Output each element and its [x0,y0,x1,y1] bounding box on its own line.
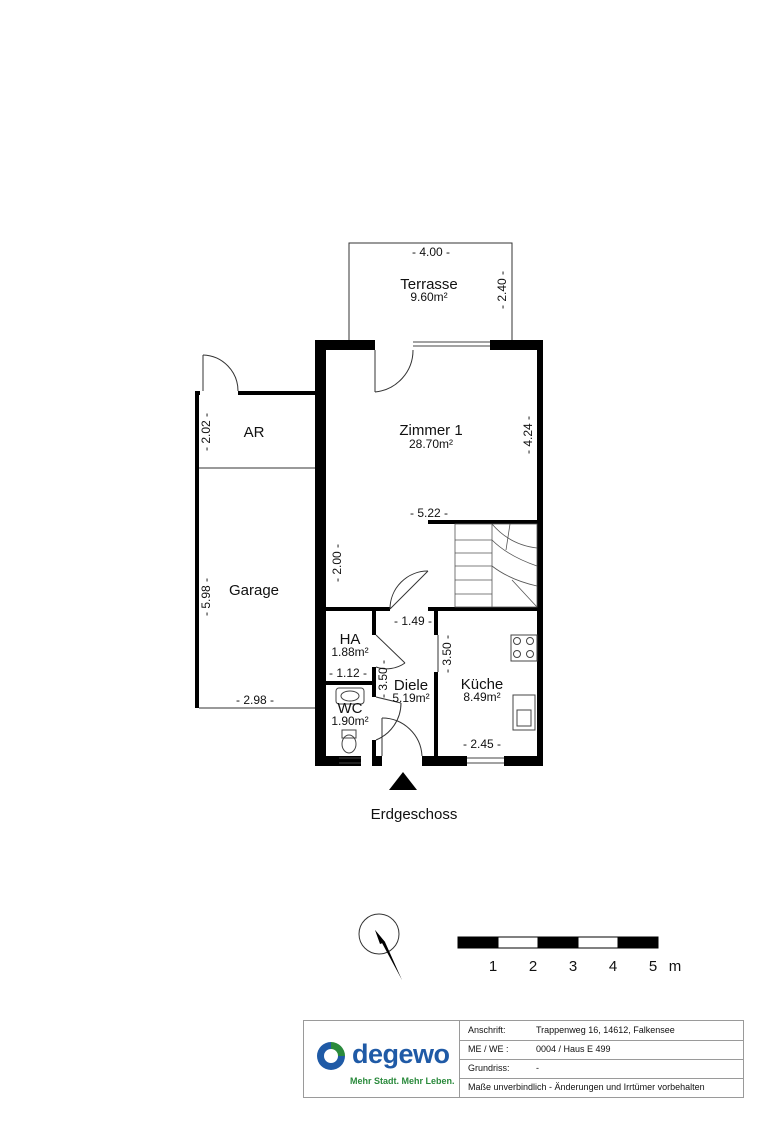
info-row-plan: Grundriss: - [460,1059,743,1079]
dim-kueche-width: - 2.45 - [463,737,501,751]
ha-area: 1.88m² [331,645,368,659]
kitchen-fixtures [510,634,538,731]
dim-diele-width: - 1.49 - [394,614,432,628]
dim-ar-depth: - 2.02 - [199,413,213,451]
dim-garage-depth: - 5.98 - [199,578,213,616]
wc-fixtures [335,687,365,754]
diele-name: Diele [394,677,428,694]
entrance-arrow-icon [389,772,417,790]
garage-name: Garage [229,582,279,599]
terrasse-area: 9.60m² [410,290,447,304]
floor-label: Erdgeschoss [371,806,458,823]
plan-label: Grundriss: [468,1063,510,1073]
degewo-logo-icon [317,1042,345,1070]
house-walls [315,340,543,766]
scale-tick-4: 4 [609,958,617,975]
ha-name: HA [340,631,361,648]
windows [339,341,504,764]
dim-terrasse-width: - 4.00 - [412,245,450,259]
dim-garage-width: - 2.98 - [236,693,274,707]
dim-kueche-depth: - 3.50 - [440,635,454,673]
zimmer1-area: 28.70m² [409,437,453,451]
dim-terrasse-depth: - 2.40 - [495,271,509,309]
garage-outline [195,391,316,709]
address-label: Anschrift: [468,1025,506,1035]
scale-tick-1: 1 [489,958,497,975]
info-row-disclaimer: Maße unverbindlich - Änderungen und Irrt… [460,1078,743,1097]
wc-area: 1.90m² [331,714,368,728]
scale-tick-5: 5 [649,958,657,975]
unit-label: ME / WE : [468,1044,509,1054]
info-row-address: Anschrift: Trappenweg 16, 14612, Falkens… [460,1021,743,1041]
kueche-name: Küche [461,676,504,693]
doors [374,349,439,757]
ar-door [202,354,239,392]
plan-value: - [536,1063,539,1073]
unit-value: 0004 / Haus E 499 [536,1044,611,1054]
scale-tick-3: 3 [569,958,577,975]
logo-slogan: Mehr Stadt. Mehr Leben. [350,1076,455,1086]
dim-zimmer1-width: - 5.22 - [410,506,448,520]
kueche-area: 8.49m² [463,690,500,704]
staircase [454,523,538,608]
ar-name: AR [244,424,265,441]
north-arrow-icon [358,913,402,980]
zimmer1-name: Zimmer 1 [399,422,462,439]
dim-diele-depth: - 3.50 - [376,660,390,698]
disclaimer-text: Maße unverbindlich - Änderungen und Irrt… [468,1082,705,1092]
wc-name: WC [338,700,363,717]
logo-wordmark: degewo [352,1039,450,1069]
terrace-outline [348,242,513,340]
dim-zimmer1-lower: - 2.00 - [330,544,344,582]
diele-area: 5.19m² [392,691,429,705]
dim-zimmer1-depth: - 4.24 - [521,416,535,454]
title-block: degewo Mehr Stadt. Mehr Leben. Anschrift… [303,1020,744,1098]
scale-bar [457,936,659,949]
logo: degewo Mehr Stadt. Mehr Leben. [304,1021,460,1097]
scale-unit: m [669,958,682,975]
info-row-unit: ME / WE : 0004 / Haus E 499 [460,1040,743,1060]
terrasse-name: Terrasse [400,276,458,293]
dim-ha-width: - 1.12 - [329,666,367,680]
address-value: Trappenweg 16, 14612, Falkensee [536,1025,675,1035]
scale-tick-2: 2 [529,958,537,975]
